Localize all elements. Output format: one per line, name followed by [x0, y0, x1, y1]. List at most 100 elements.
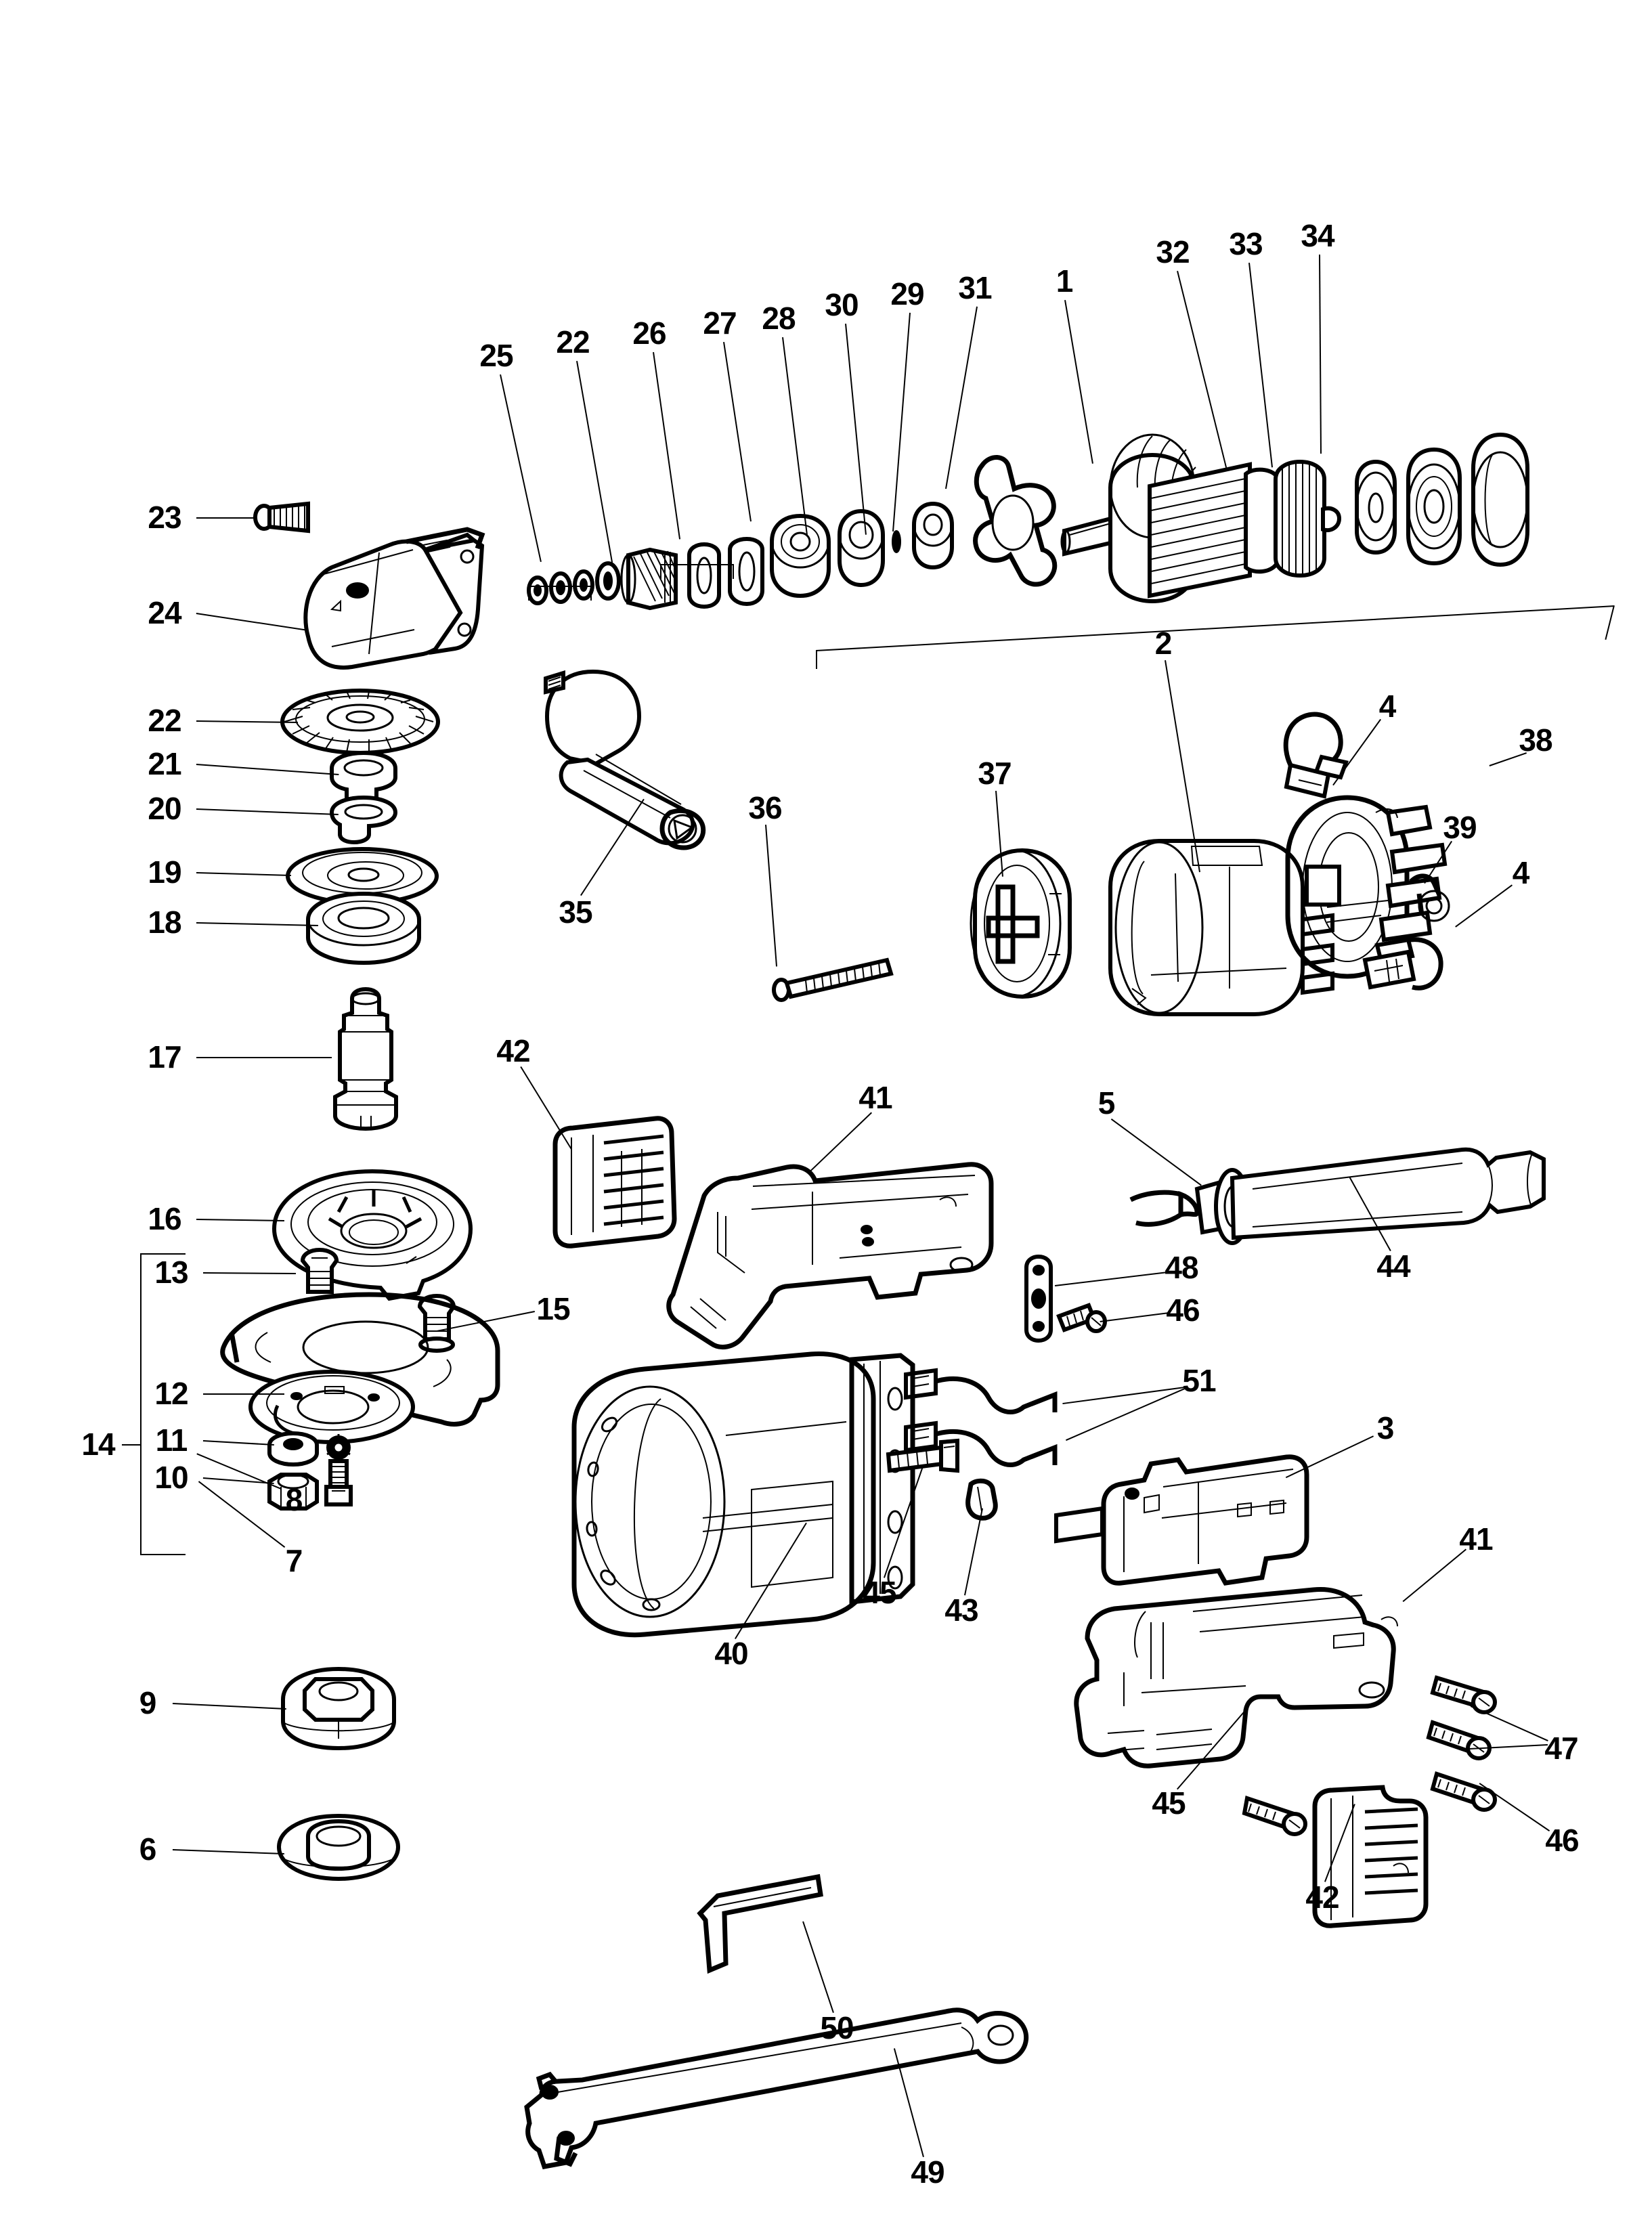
callout-number-17[interactable]: 17: [148, 1039, 181, 1075]
part-38-brush-holder: [1288, 798, 1445, 976]
callout-number-38[interactable]: 38: [1519, 722, 1552, 758]
callout-number-26[interactable]: 26: [632, 316, 666, 351]
callout-number-11[interactable]: 11: [155, 1423, 188, 1458]
callout-number-41[interactable]: 41: [1459, 1521, 1493, 1557]
leader-line-1: [1064, 300, 1093, 464]
leader-line-15: [436, 1311, 535, 1332]
part-41-handle-half-upper: [669, 1165, 991, 1347]
part-8-lock-washer: [327, 1434, 350, 1461]
callout-number-7[interactable]: 7: [285, 1543, 303, 1578]
part-42-vent-cover-upper: [555, 1119, 674, 1246]
callout-number-3[interactable]: 3: [1376, 1410, 1395, 1446]
callout-number-18[interactable]: 18: [148, 905, 181, 940]
part-36-long-screw: [774, 960, 891, 1000]
part-6-inner-flange: [279, 1816, 398, 1879]
leader-line-27: [723, 342, 752, 522]
part-37-baffle-plate: [971, 850, 1070, 997]
callout-number-33[interactable]: 33: [1229, 226, 1263, 261]
part-15-screw: [420, 1296, 454, 1351]
callout-number-45[interactable]: 45: [863, 1575, 896, 1610]
callout-number-16[interactable]: 16: [148, 1201, 181, 1236]
callout-number-28[interactable]: 28: [762, 301, 796, 336]
callout-number-13[interactable]: 13: [154, 1255, 188, 1290]
callout-number-5[interactable]: 5: [1097, 1085, 1116, 1121]
callout-number-21[interactable]: 21: [148, 746, 181, 781]
part-3-switch: [1056, 1457, 1307, 1584]
callout-number-46[interactable]: 46: [1545, 1823, 1579, 1858]
callout-number-29[interactable]: 29: [890, 276, 924, 311]
callout-number-43[interactable]: 43: [944, 1592, 978, 1628]
callout-number-32[interactable]: 32: [1156, 234, 1190, 269]
callout-number-37[interactable]: 37: [978, 756, 1012, 791]
leader-line-49: [894, 2048, 924, 2157]
callout-number-45[interactable]: 45: [1152, 1785, 1186, 1821]
callout-number-23[interactable]: 23: [148, 500, 181, 535]
callout-number-40[interactable]: 40: [714, 1636, 748, 1671]
callout-number-22[interactable]: 22: [556, 324, 590, 360]
callout-number-1[interactable]: 1: [1056, 263, 1074, 299]
callout-number-25[interactable]: 25: [479, 338, 513, 373]
part-47-screw-upper: [1433, 1678, 1495, 1712]
leader-line-28: [782, 337, 808, 536]
callout-number-15[interactable]: 15: [536, 1291, 570, 1326]
group-bracket-2-left-tick: [816, 650, 817, 669]
callout-number-10[interactable]: 10: [154, 1460, 188, 1495]
leader-line-46: [1100, 1312, 1169, 1322]
leader-line-21: [196, 764, 339, 775]
part-4-terminal-lead-upper: [1286, 714, 1346, 796]
callout-number-35[interactable]: 35: [559, 894, 592, 930]
part-23-screw: [255, 504, 308, 531]
part-22b-pinion: [622, 550, 676, 608]
leader-line-44: [1349, 1177, 1391, 1251]
part-4-terminal-lead-lower: [1365, 940, 1441, 989]
part-33-ball-bearing: [1408, 450, 1460, 563]
callout-number-24[interactable]: 24: [148, 595, 181, 630]
leader-line-25: [500, 374, 542, 563]
callout-number-44[interactable]: 44: [1376, 1249, 1410, 1284]
callout-number-8[interactable]: 8: [285, 1482, 303, 1517]
callout-number-2[interactable]: 2: [1154, 626, 1173, 661]
leader-line-45: [884, 1464, 924, 1578]
callout-number-51[interactable]: 51: [1182, 1363, 1216, 1398]
callout-number-12[interactable]: 12: [154, 1376, 188, 1411]
part-48-cord-clamp: [1026, 1257, 1051, 1341]
callout-number-9[interactable]: 9: [139, 1685, 157, 1720]
leader-line-13: [202, 1272, 296, 1274]
part-2-field-stator: [1110, 841, 1332, 1014]
callout-number-31[interactable]: 31: [958, 270, 992, 305]
part-41-handle-half-lower: [1077, 1589, 1397, 1766]
callout-number-47[interactable]: 47: [1544, 1731, 1578, 1766]
callout-number-27[interactable]: 27: [703, 305, 737, 341]
callout-number-19[interactable]: 19: [148, 854, 181, 890]
callout-number-14[interactable]: 14: [81, 1427, 115, 1462]
leader-line-5: [1110, 1119, 1202, 1186]
callout-number-30[interactable]: 30: [825, 287, 858, 322]
callout-number-42[interactable]: 42: [1305, 1880, 1339, 1915]
callout-number-22[interactable]: 22: [148, 703, 181, 738]
callout-number-48[interactable]: 48: [1165, 1250, 1198, 1285]
callout-number-34[interactable]: 34: [1301, 218, 1334, 253]
part-13-screw: [303, 1250, 336, 1292]
callout-number-46[interactable]: 46: [1166, 1293, 1200, 1328]
callout-number-4[interactable]: 4: [1378, 689, 1397, 724]
callout-number-20[interactable]: 20: [148, 791, 181, 826]
callout-number-6[interactable]: 6: [139, 1831, 157, 1867]
leader-line-c47b: [1469, 1744, 1548, 1750]
part-1-armature: [1062, 435, 1339, 601]
part-46-screw-upper: [1059, 1305, 1105, 1331]
callout-number-49[interactable]: 49: [911, 2154, 944, 2190]
part-49-spanner-wrench: [527, 2010, 1026, 2167]
callout-number-36[interactable]: 36: [748, 790, 782, 825]
leader-line-42: [520, 1066, 572, 1150]
leader-line-30: [845, 324, 867, 536]
callout-number-41[interactable]: 41: [858, 1080, 892, 1115]
callout-number-39[interactable]: 39: [1443, 810, 1477, 845]
part-39-carbon-brush: [1411, 876, 1449, 921]
callout-number-42[interactable]: 42: [496, 1033, 530, 1068]
part-18-ball-bearing: [308, 894, 419, 963]
callout-number-50[interactable]: 50: [820, 2010, 854, 2045]
part-12-clamp-ring: [251, 1372, 413, 1442]
leader-line-6: [172, 1849, 284, 1854]
callout-number-4[interactable]: 4: [1512, 855, 1530, 890]
